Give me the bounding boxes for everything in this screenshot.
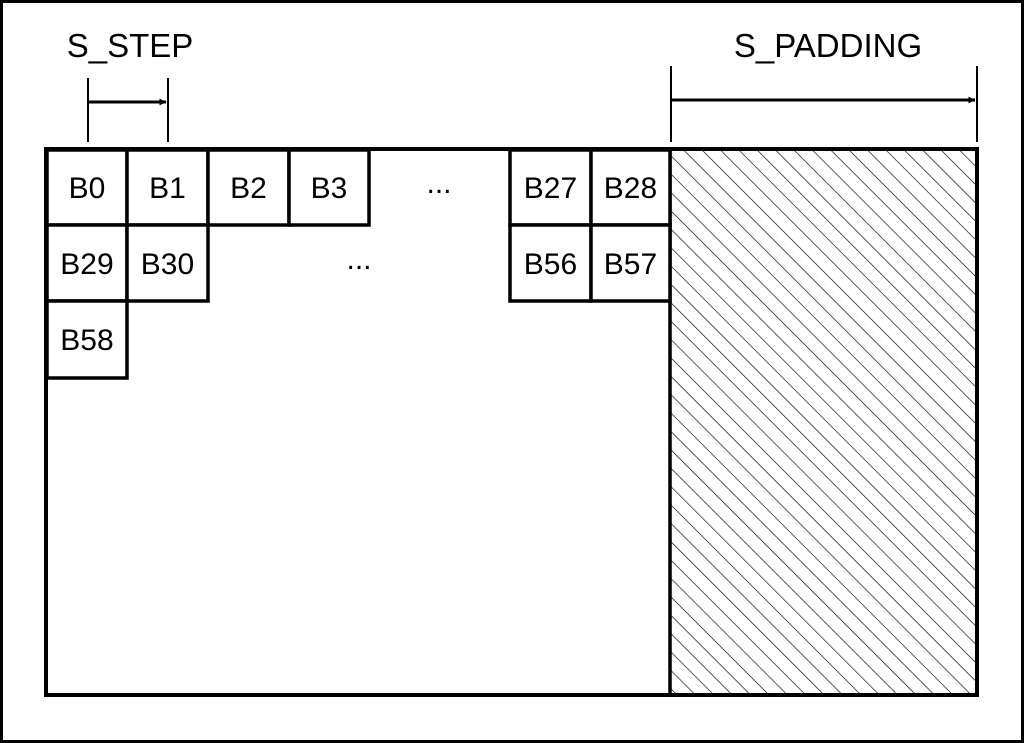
- block-b58: B58: [45, 299, 129, 380]
- block-b27: B27: [508, 148, 593, 227]
- block-b28: B28: [589, 148, 672, 227]
- block-label: B0: [69, 172, 106, 205]
- padding-label: S_PADDING: [734, 27, 922, 64]
- block-label: B1: [149, 172, 186, 205]
- block-label: B58: [60, 324, 113, 357]
- row1-ellipsis: ...: [426, 167, 451, 200]
- block-label: B2: [230, 172, 267, 205]
- block-label: B3: [311, 172, 348, 205]
- block-b1: B1: [125, 148, 210, 227]
- row2-ellipsis: ...: [346, 243, 371, 276]
- padding-region: [670, 149, 977, 695]
- block-b2: B2: [206, 148, 291, 227]
- block-b29: B29: [45, 223, 129, 303]
- block-label: B57: [604, 248, 657, 281]
- block-b56: B56: [508, 223, 593, 303]
- block-label: B56: [524, 248, 577, 281]
- block-b3: B3: [287, 148, 371, 227]
- block-label: B27: [524, 172, 577, 205]
- block-label: B29: [60, 248, 113, 281]
- padding-dimension: S_PADDING: [670, 27, 978, 142]
- block-b57: B57: [589, 223, 672, 303]
- step-label: S_STEP: [67, 27, 194, 64]
- block-label: B28: [604, 172, 657, 205]
- block-b0: B0: [45, 148, 129, 227]
- step-dimension: S_STEP: [67, 27, 194, 142]
- block-label: B30: [141, 248, 194, 281]
- block-b30: B30: [125, 223, 210, 303]
